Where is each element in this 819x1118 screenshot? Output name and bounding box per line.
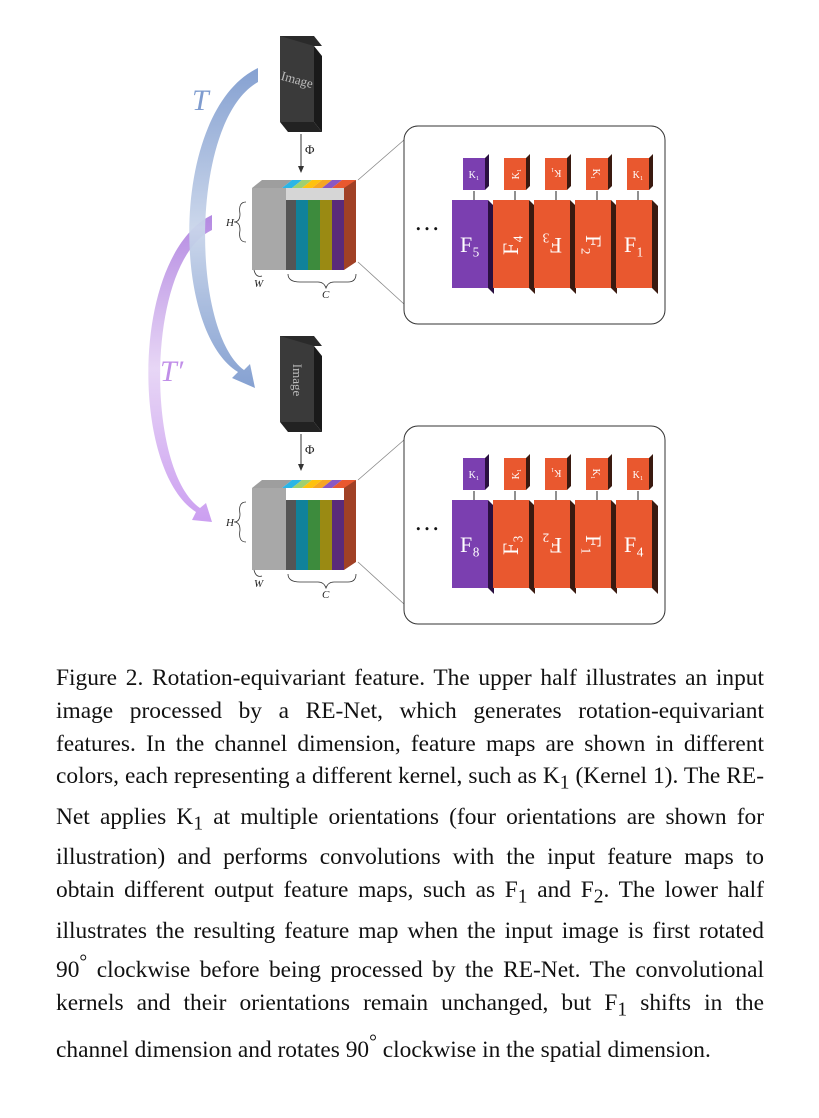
top-feature-3: F₃ [542,233,562,258]
bottom-feature-2: F₃ [498,535,523,555]
top-col-2: K₁ F₄ [493,154,535,294]
top-feature-cube [252,180,356,270]
caption-text: clockwise before being processed by the … [56,957,764,1016]
caption-text: shifts in the channel dimension and rota… [56,989,764,1064]
bottom-feature-3: F₂ [542,533,562,558]
caption-text: (Kernel 1). The RE-Net applies K [56,763,764,830]
bottom-kernel-3: K₁ [551,467,562,478]
top-ellipsis: … [414,207,440,236]
caption-subscript: 1 [193,813,204,835]
top-image-block: Image [279,36,322,132]
transform-prime-arrow [148,215,212,522]
top-feature-4: F₂ [581,235,606,255]
top-kernel-4: K₁ [590,169,601,180]
top-kernel-2: K₁ [511,169,522,180]
caption-text: at multiple orientations (four orientati… [56,803,764,904]
caption-subscript: 2 [593,886,604,908]
top-col-1: K₁ F₅ [452,154,494,294]
bottom-dim-w: W [254,578,264,590]
caption-text: Figure 2. Rotation-equivariant feature. … [56,665,764,790]
bottom-kernel-feature-group: K₁ F₈ K₁ F₃ K₁ F₂ K₁ [452,454,658,594]
bottom-col-5: K₁ F₄ [616,454,658,594]
bottom-kernel-4: K₁ [590,469,601,480]
caption-text: and F [527,877,594,904]
bottom-col-3: K₁ F₂ [534,454,576,594]
bottom-ellipsis: … [414,507,440,536]
bottom-image-block: Image [280,336,322,432]
top-col-4: K₁ F₂ [575,154,617,294]
bottom-feature-cube [252,480,356,570]
bottom-kernel-5: K₁ [633,470,644,481]
caption-subscript: 1 [617,999,628,1021]
top-kernel-1: K₁ [469,170,480,181]
bottom-dim-c: C [322,589,330,601]
rotation-equivariance-figure: T T′ Image Φ H W C … [148,36,666,625]
transform-prime-label: T′ [160,355,184,388]
top-kernel-feature-group: K₁ F₅ K₁ F₄ K₁ F₃ K₁ [452,154,658,294]
top-phi-label: Φ [305,142,315,157]
bottom-col-2: K₁ F₃ [493,454,535,594]
caption-degree: ° [369,1032,377,1054]
top-kernel-3: K₁ [551,167,562,178]
top-kernel-5: K₁ [633,170,644,181]
top-dim-h: H [225,217,235,229]
bottom-kernel-2: K₁ [511,469,522,480]
caption-text: . The lower half illustrates the resulti… [56,877,764,984]
caption-text: clockwise in the spatial dimension. [376,1037,711,1064]
bottom-dim-h: H [225,517,235,529]
top-feature-1: F₅ [460,232,480,257]
bottom-phi-label: Φ [305,442,315,457]
caption-subscript: 1 [559,773,570,795]
bottom-feature-5: F₄ [624,532,644,557]
bottom-kernel-1: K₁ [469,470,480,481]
caption-degree: ° [79,952,88,974]
top-col-3: K₁ F₃ [534,154,576,294]
bottom-feature-4: F₁ [581,535,606,555]
top-dim-c: C [322,289,330,301]
caption-subscript: 1 [517,886,528,908]
top-feature-5: F₁ [624,232,644,257]
top-feature-2: F₄ [498,235,523,255]
top-dim-w: W [254,278,264,290]
transform-arrow [189,68,258,388]
bottom-col-4: K₁ F₁ [575,454,617,594]
bottom-col-1: K₁ F₈ [452,454,494,594]
transform-label: T [192,84,211,117]
bottom-image-label: Image [290,364,305,397]
figure-caption: Figure 2. Rotation-equivariant feature. … [56,662,764,1067]
bottom-feature-1: F₈ [460,532,480,557]
top-col-5: K₁ F₁ [616,154,658,294]
